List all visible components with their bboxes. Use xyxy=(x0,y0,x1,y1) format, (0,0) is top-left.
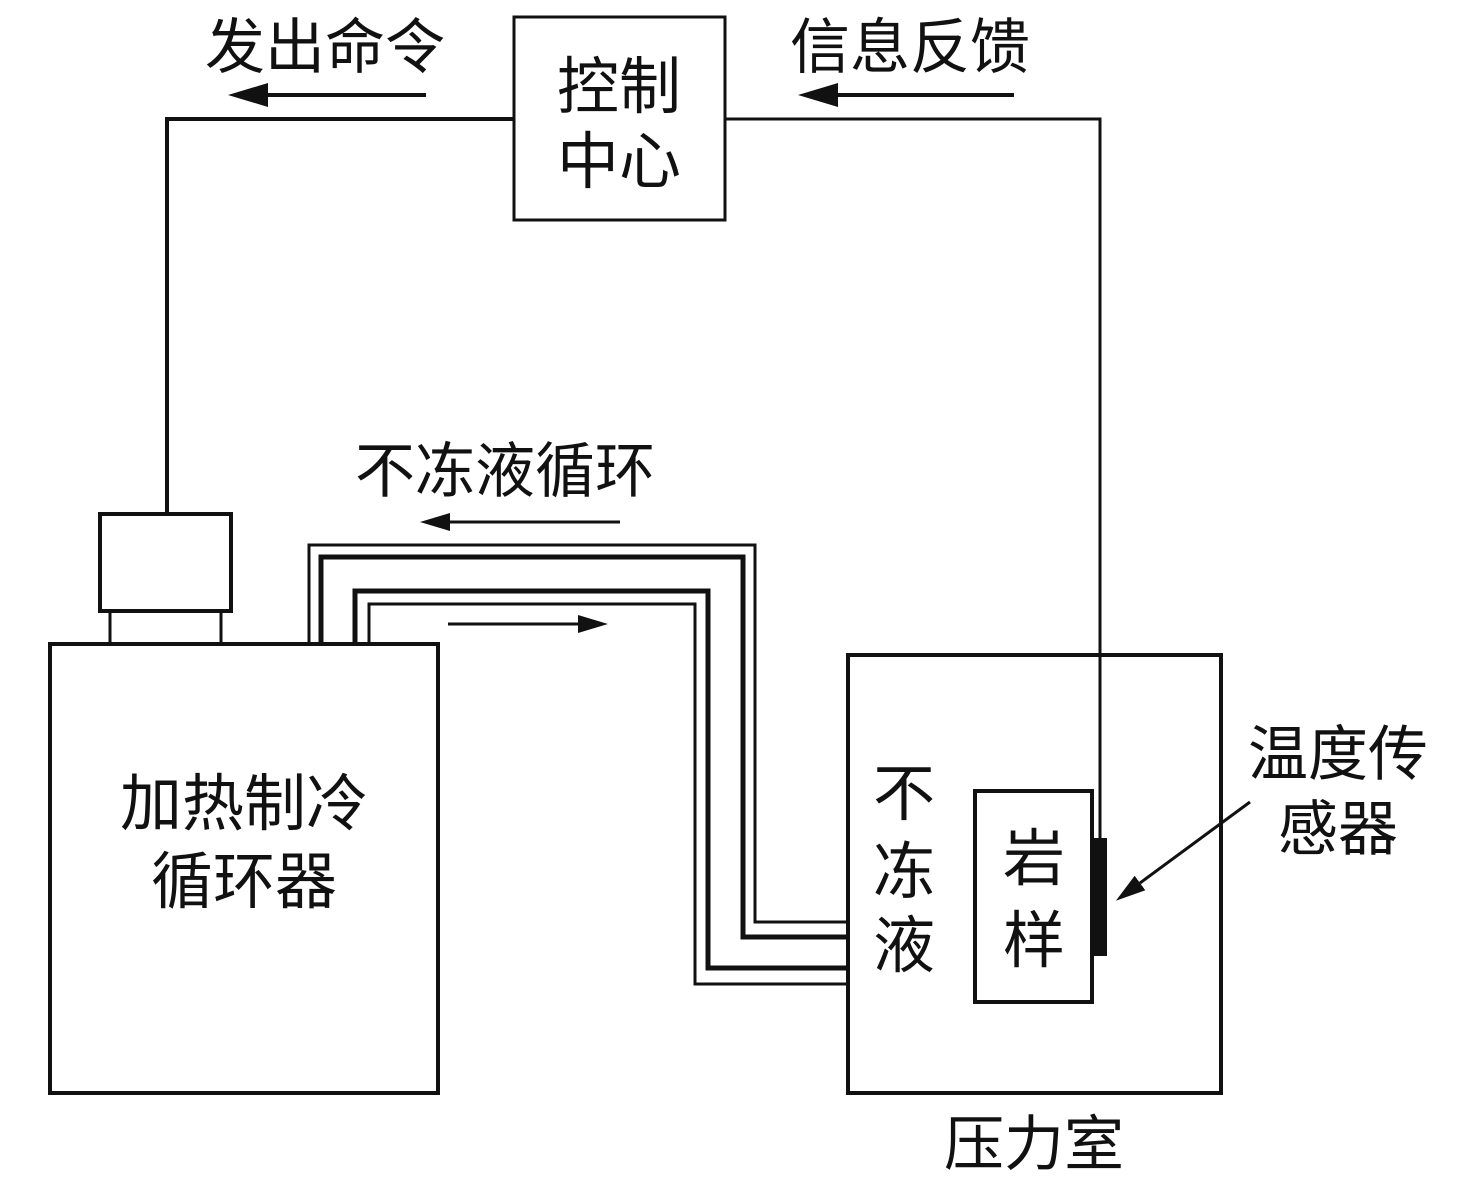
antifreeze-char-1: 不 xyxy=(873,757,935,830)
antifreeze-char-3: 液 xyxy=(873,909,935,982)
heater-cooler-circulator-box xyxy=(48,642,440,1095)
rock-sample-char-1: 岩 xyxy=(1003,822,1065,895)
heater-cooler-label-line2: 循环器 xyxy=(151,845,337,918)
supply-pipe-inner-wall xyxy=(367,602,848,986)
rock-sample-char-2: 样 xyxy=(1003,904,1065,977)
send-command-label: 发出命令 xyxy=(205,13,445,83)
control-center-label-line2: 中心 xyxy=(557,125,681,198)
pressure-chamber-box xyxy=(846,653,1223,1095)
antifreeze-char-2: 冻 xyxy=(873,835,935,908)
heater-cooler-label-line1: 加热制冷 xyxy=(120,767,368,840)
circulator-neck xyxy=(108,609,223,646)
return-pipe-outer-wall xyxy=(307,543,848,924)
feedback-signal-line xyxy=(725,117,1102,840)
temp-sensor-label-line2: 感器 xyxy=(1278,795,1398,865)
return-pipe-inner-wall xyxy=(318,554,848,940)
pressure-chamber-label: 压力室 xyxy=(944,1110,1124,1180)
temperature-sensor-strip xyxy=(1094,838,1107,956)
antifreeze-circulation-label: 不冻液循环 xyxy=(355,437,655,507)
supply-pipe-outer-wall xyxy=(352,588,848,971)
circulator-top-unit xyxy=(98,512,233,613)
temp-sensor-pointer-arrow xyxy=(1115,800,1251,901)
control-center-label-line1: 控制 xyxy=(557,50,681,123)
command-signal-line xyxy=(165,117,514,514)
temp-sensor-label-line1: 温度传 xyxy=(1248,720,1428,790)
rock-sample-box xyxy=(973,789,1094,1004)
info-feedback-label: 信息反馈 xyxy=(790,13,1030,83)
